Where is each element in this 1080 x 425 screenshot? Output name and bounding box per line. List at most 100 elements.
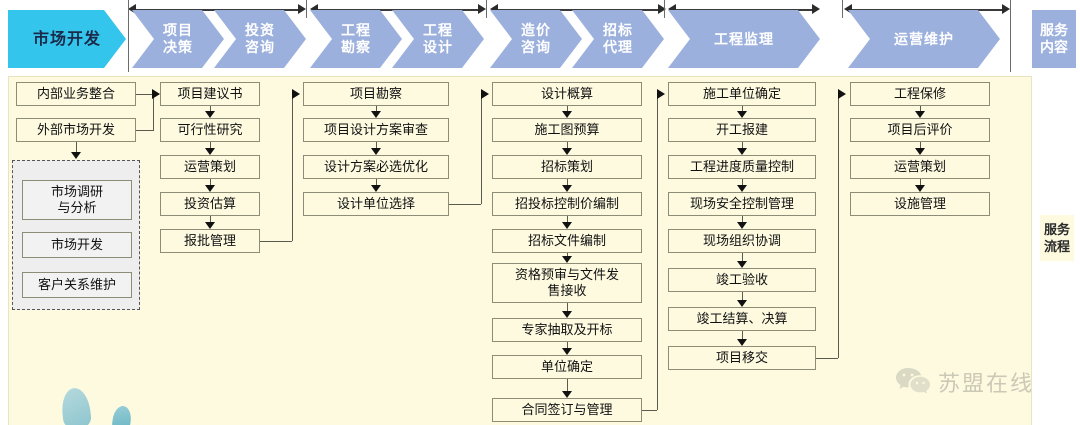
arrowhead-down (915, 111, 925, 118)
bracket-tick-6 (1010, 0, 1011, 72)
process-box[interactable]: 施工图预算 (492, 118, 642, 142)
connector-horizontal (816, 358, 838, 359)
phase-chevron-2[interactable]: 项目 决策 (132, 10, 224, 68)
connector-vertical (567, 253, 568, 257)
process-box[interactable]: 设计概算 (492, 82, 642, 106)
process-box[interactable]: 项目勘察 (303, 82, 449, 106)
arrowhead-right (481, 89, 489, 99)
bracket-arrow-left-2 (310, 4, 318, 14)
process-box[interactable]: 工程进度质量控制 (668, 155, 816, 179)
service-content-label: 服务 内容 (1040, 22, 1068, 55)
phase-chevron-label: 市场开发 (32, 30, 101, 48)
process-box-label: 运营策划 (893, 159, 946, 174)
process-box[interactable]: 开工报建 (668, 118, 816, 142)
phase-chevron-1[interactable]: 市场开发 (8, 10, 126, 68)
arrowhead-down (205, 222, 215, 229)
arrowhead-down (562, 391, 572, 398)
process-box[interactable]: 项目后评价 (850, 118, 990, 142)
process-box[interactable]: 运营策划 (160, 155, 260, 179)
connector-horizontal (136, 130, 154, 131)
bracket-arrow-right-2 (478, 4, 486, 14)
process-box[interactable]: 设计单位选择 (303, 192, 449, 216)
arrowhead-down (562, 185, 572, 192)
process-box[interactable]: 项目建议书 (160, 82, 260, 106)
arrowhead-right (657, 89, 665, 99)
arrowhead-down (562, 222, 572, 229)
process-box[interactable]: 项目移交 (668, 346, 816, 370)
process-box[interactable]: 招标策划 (492, 155, 642, 179)
arrowhead-right (292, 89, 300, 99)
connector-vertical (742, 292, 743, 301)
phase-chevron-label: 工程监理 (714, 30, 774, 47)
connector-vertical (376, 179, 377, 186)
arrowhead-down (737, 222, 747, 229)
phase-chevron-7[interactable]: 招标 代理 (572, 10, 664, 68)
process-box[interactable]: 设施管理 (850, 192, 990, 216)
phase-chevron-9[interactable]: 运营维护 (848, 10, 1000, 68)
process-box[interactable]: 竣工结算、决算 (668, 307, 816, 331)
arrowhead-down (737, 185, 747, 192)
process-box[interactable]: 可行性研究 (160, 118, 260, 142)
process-box[interactable]: 合同签订与管理 (492, 398, 642, 422)
arrowhead-down (562, 111, 572, 118)
process-box-label: 招标文件编制 (527, 233, 606, 248)
process-box[interactable]: 施工单位确定 (668, 82, 816, 106)
connector-vertical (376, 106, 377, 112)
process-box[interactable]: 市场开发 (22, 232, 132, 258)
process-box[interactable]: 工程保修 (850, 82, 990, 106)
process-box[interactable]: 投资估算 (160, 192, 260, 216)
connector-vertical (567, 179, 568, 186)
arrowhead-down (737, 339, 747, 346)
process-box[interactable]: 内部业务整合 (16, 82, 136, 106)
process-box[interactable]: 招标文件编制 (492, 229, 642, 253)
arrowhead-down (562, 311, 572, 318)
phase-band: 市场开发 项目 决策投资 咨询 工程 勘察工程 设计造价 咨询招标 代理 工程监理 运营… (0, 0, 1080, 72)
bracket-arrow-right-3 (658, 4, 666, 14)
connector-vertical (210, 142, 211, 149)
connector-horizontal (136, 94, 154, 95)
connector-vertical (210, 179, 211, 186)
process-box-label: 设计方案必选优化 (323, 159, 428, 174)
process-box[interactable]: 报批管理 (160, 229, 260, 253)
phase-chevron-4[interactable]: 工程 勘察 (310, 10, 402, 68)
phase-chevron-8[interactable]: 工程监理 (668, 10, 820, 68)
process-box-label: 外部市场开发 (36, 122, 115, 137)
phase-chevron-label: 工程 勘察 (341, 22, 371, 55)
bracket-arrow-right-4 (812, 4, 820, 14)
arrowhead-right (152, 89, 160, 99)
connector-vertical (742, 253, 743, 262)
arrowhead-down (205, 148, 215, 155)
process-box[interactable]: 设计方案必选优化 (303, 155, 449, 179)
connector-vertical (742, 179, 743, 186)
process-box[interactable]: 客户关系维护 (22, 272, 132, 298)
bracket-arrow-right-1 (298, 4, 306, 14)
process-box[interactable]: 单位确定 (492, 355, 642, 379)
connector-horizontal (260, 241, 292, 242)
process-box[interactable]: 招投标控制价编制 (492, 192, 642, 216)
process-box-label: 客户关系维护 (37, 277, 116, 292)
process-box[interactable]: 外部市场开发 (16, 118, 136, 142)
connector-vertical (567, 106, 568, 112)
connector-horizontal (642, 410, 657, 411)
process-box[interactable]: 现场安全控制管理 (668, 192, 816, 216)
process-box[interactable]: 项目设计方案审查 (303, 118, 449, 142)
process-box[interactable]: 竣工验收 (668, 268, 816, 292)
process-box[interactable]: 运营策划 (850, 155, 990, 179)
process-box[interactable]: 专家抽取及开标 (492, 318, 642, 342)
connector-vertical (567, 379, 568, 392)
process-box[interactable]: 市场调研 与分析 (22, 180, 132, 220)
process-box-label: 可行性研究 (177, 122, 243, 137)
connector-vertical (292, 94, 293, 241)
process-box-label: 项目移交 (715, 350, 768, 365)
process-box-label: 项目后评价 (887, 122, 953, 137)
arrowhead-down (737, 300, 747, 307)
connector-vertical (742, 216, 743, 223)
process-box[interactable]: 资格预审与文件发 售接收 (492, 263, 642, 303)
process-box-label: 合同签订与管理 (521, 402, 613, 417)
phase-chevron-3[interactable]: 投资 咨询 (214, 10, 306, 68)
process-box[interactable]: 现场组织协调 (668, 229, 816, 253)
phase-chevron-6[interactable]: 造价 咨询 (490, 10, 582, 68)
connector-vertical (567, 342, 568, 349)
bracket-arrow-left-1 (128, 4, 136, 14)
phase-chevron-5[interactable]: 工程 设计 (392, 10, 484, 68)
